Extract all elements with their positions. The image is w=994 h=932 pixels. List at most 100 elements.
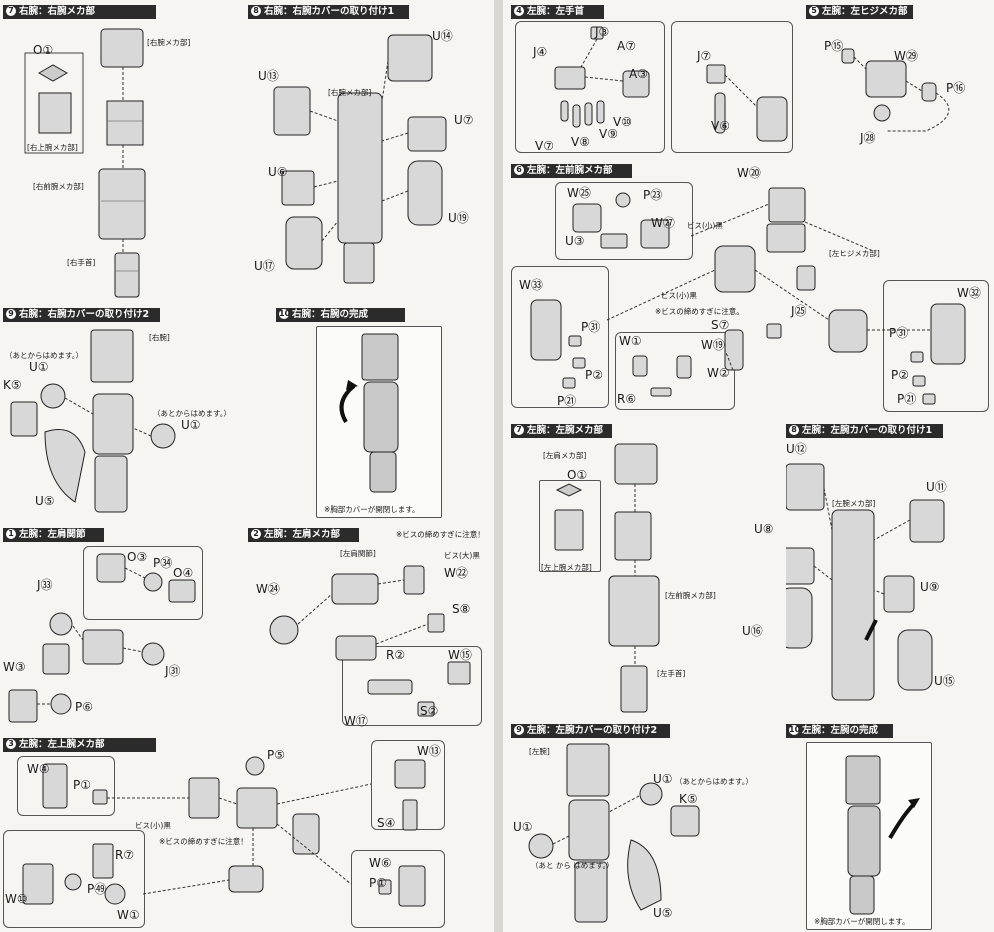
part-label: W⑳ — [737, 166, 761, 180]
part-label: P① — [73, 778, 91, 792]
sub-assembly-box — [17, 756, 115, 816]
part-label: U③ — [565, 234, 585, 248]
part-label: V⑨ — [599, 127, 618, 141]
step-number: 6 — [514, 165, 524, 175]
callout-label: [右上腕メカ部] — [27, 143, 78, 152]
part-label: P㉛ — [889, 326, 909, 340]
part-label: P㉑ — [557, 394, 577, 408]
sub-assembly-box — [511, 266, 609, 408]
callout-label: ビス(小)黒 — [135, 821, 171, 830]
left-arm-cover2-diagram — [528, 743, 700, 923]
part-label: S⑦ — [711, 318, 730, 332]
callout-label: [左上腕メカ部] — [541, 563, 592, 572]
right-arm-mech-diagram — [24, 28, 146, 298]
part-label: J⑦ — [697, 49, 712, 63]
part-label: R② — [386, 648, 406, 662]
part-label: J㉝ — [37, 578, 53, 592]
callout-label: ビス(小)黒 — [661, 291, 697, 300]
part-label: U⑦ — [454, 113, 474, 127]
left-shoulder-mech-diagram — [269, 565, 471, 717]
part-label: P㉓ — [643, 188, 663, 202]
part-label: U⑥ — [268, 165, 288, 179]
part-label: J㉘ — [860, 131, 876, 145]
callout-label: [右前腕メカ部] — [33, 182, 84, 191]
part-label: W㉜ — [957, 286, 981, 300]
sub-assembly-box — [539, 480, 601, 572]
page-gutter — [494, 0, 503, 932]
part-label: U⑬ — [258, 69, 279, 83]
part-label: K⑤ — [679, 792, 698, 806]
note-text: （あとからはめます。） — [675, 777, 753, 786]
part-label: O④ — [173, 566, 194, 580]
part-label: P⑤ — [267, 748, 285, 762]
note-text: ※ビスの締めすぎに注意！ — [396, 530, 485, 539]
note-text: ※ビスの締めすぎに注意！ — [159, 837, 248, 846]
sub-assembly-box — [3, 830, 145, 928]
part-label: A⑦ — [617, 39, 636, 53]
part-label: W㉙ — [894, 49, 918, 63]
part-label: O① — [33, 43, 54, 57]
part-label: U⑧ — [754, 522, 774, 536]
step-number: 1 — [6, 529, 16, 539]
step-title: 左腕：左前腕メカ部 — [527, 165, 613, 176]
step-title: 右腕：右腕カバーの取り付け1 — [264, 6, 395, 17]
callout-label: [左肩メカ部] — [543, 451, 587, 460]
step-title: 左腕：左腕カバーの取り付け2 — [527, 725, 658, 736]
callout-label: [左ヒジメカ部] — [829, 249, 880, 258]
part-label: S⑧ — [452, 602, 471, 616]
part-label: W⑬ — [417, 744, 441, 758]
part-label: P⑯ — [946, 81, 966, 95]
step-title: 右腕：右腕の完成 — [292, 309, 369, 320]
part-label: J㉕ — [791, 304, 807, 318]
part-label: P② — [891, 368, 909, 382]
sub-assembly-box — [515, 21, 665, 153]
part-label: S④ — [377, 816, 396, 830]
part-label: U⑭ — [432, 29, 453, 43]
note-text: ※胸部カバーが開閉します。 — [324, 505, 420, 514]
part-label: V⑧ — [571, 135, 590, 149]
sub-assembly-box — [351, 850, 445, 928]
part-label: R⑦ — [115, 848, 135, 862]
part-label: V⑦ — [535, 139, 554, 153]
step-number: 9 — [514, 725, 524, 735]
note-text: ※胸部カバーが開閉します。 — [814, 917, 910, 926]
part-label: W① — [619, 334, 642, 348]
part-label: U⑤ — [35, 494, 55, 508]
part-label: J㉛ — [165, 664, 181, 678]
step-title: 左腕：左腕メカ部 — [527, 425, 604, 436]
part-label: V⑩ — [613, 115, 632, 129]
part-label: U① — [181, 418, 201, 432]
part-label: U⑫ — [786, 442, 807, 456]
part-label: W⑲ — [701, 338, 725, 352]
part-label: W㉔ — [256, 582, 280, 596]
callout-label: [左前腕メカ部] — [665, 591, 716, 600]
part-label: W③ — [3, 660, 26, 674]
part-label: A③ — [629, 67, 648, 81]
part-label: J③ — [595, 25, 610, 39]
part-label: W㉒ — [444, 566, 468, 580]
left-arm-complete-figure — [845, 755, 920, 915]
step-title: 左腕：左手首 — [527, 6, 585, 17]
callout-label: [右腕メカ部] — [328, 88, 372, 97]
note-text: （あとからはめます。） — [153, 409, 231, 418]
left-arm-cover-diagram — [786, 463, 945, 701]
step-title: 左腕：左腕の完成 — [802, 725, 879, 736]
step-title: 左腕：左ヒジメカ部 — [822, 6, 908, 17]
sub-assembly-box — [342, 646, 482, 726]
part-label: P⑥ — [75, 700, 93, 714]
callout-label: [左手首] — [657, 669, 686, 678]
step-title: 左腕：左腕カバーの取り付け1 — [802, 425, 933, 436]
step-title: 右腕：右腕カバーの取り付け2 — [19, 309, 150, 320]
part-label: W⑮ — [448, 648, 472, 662]
callout-label: [左腕] — [529, 747, 550, 756]
